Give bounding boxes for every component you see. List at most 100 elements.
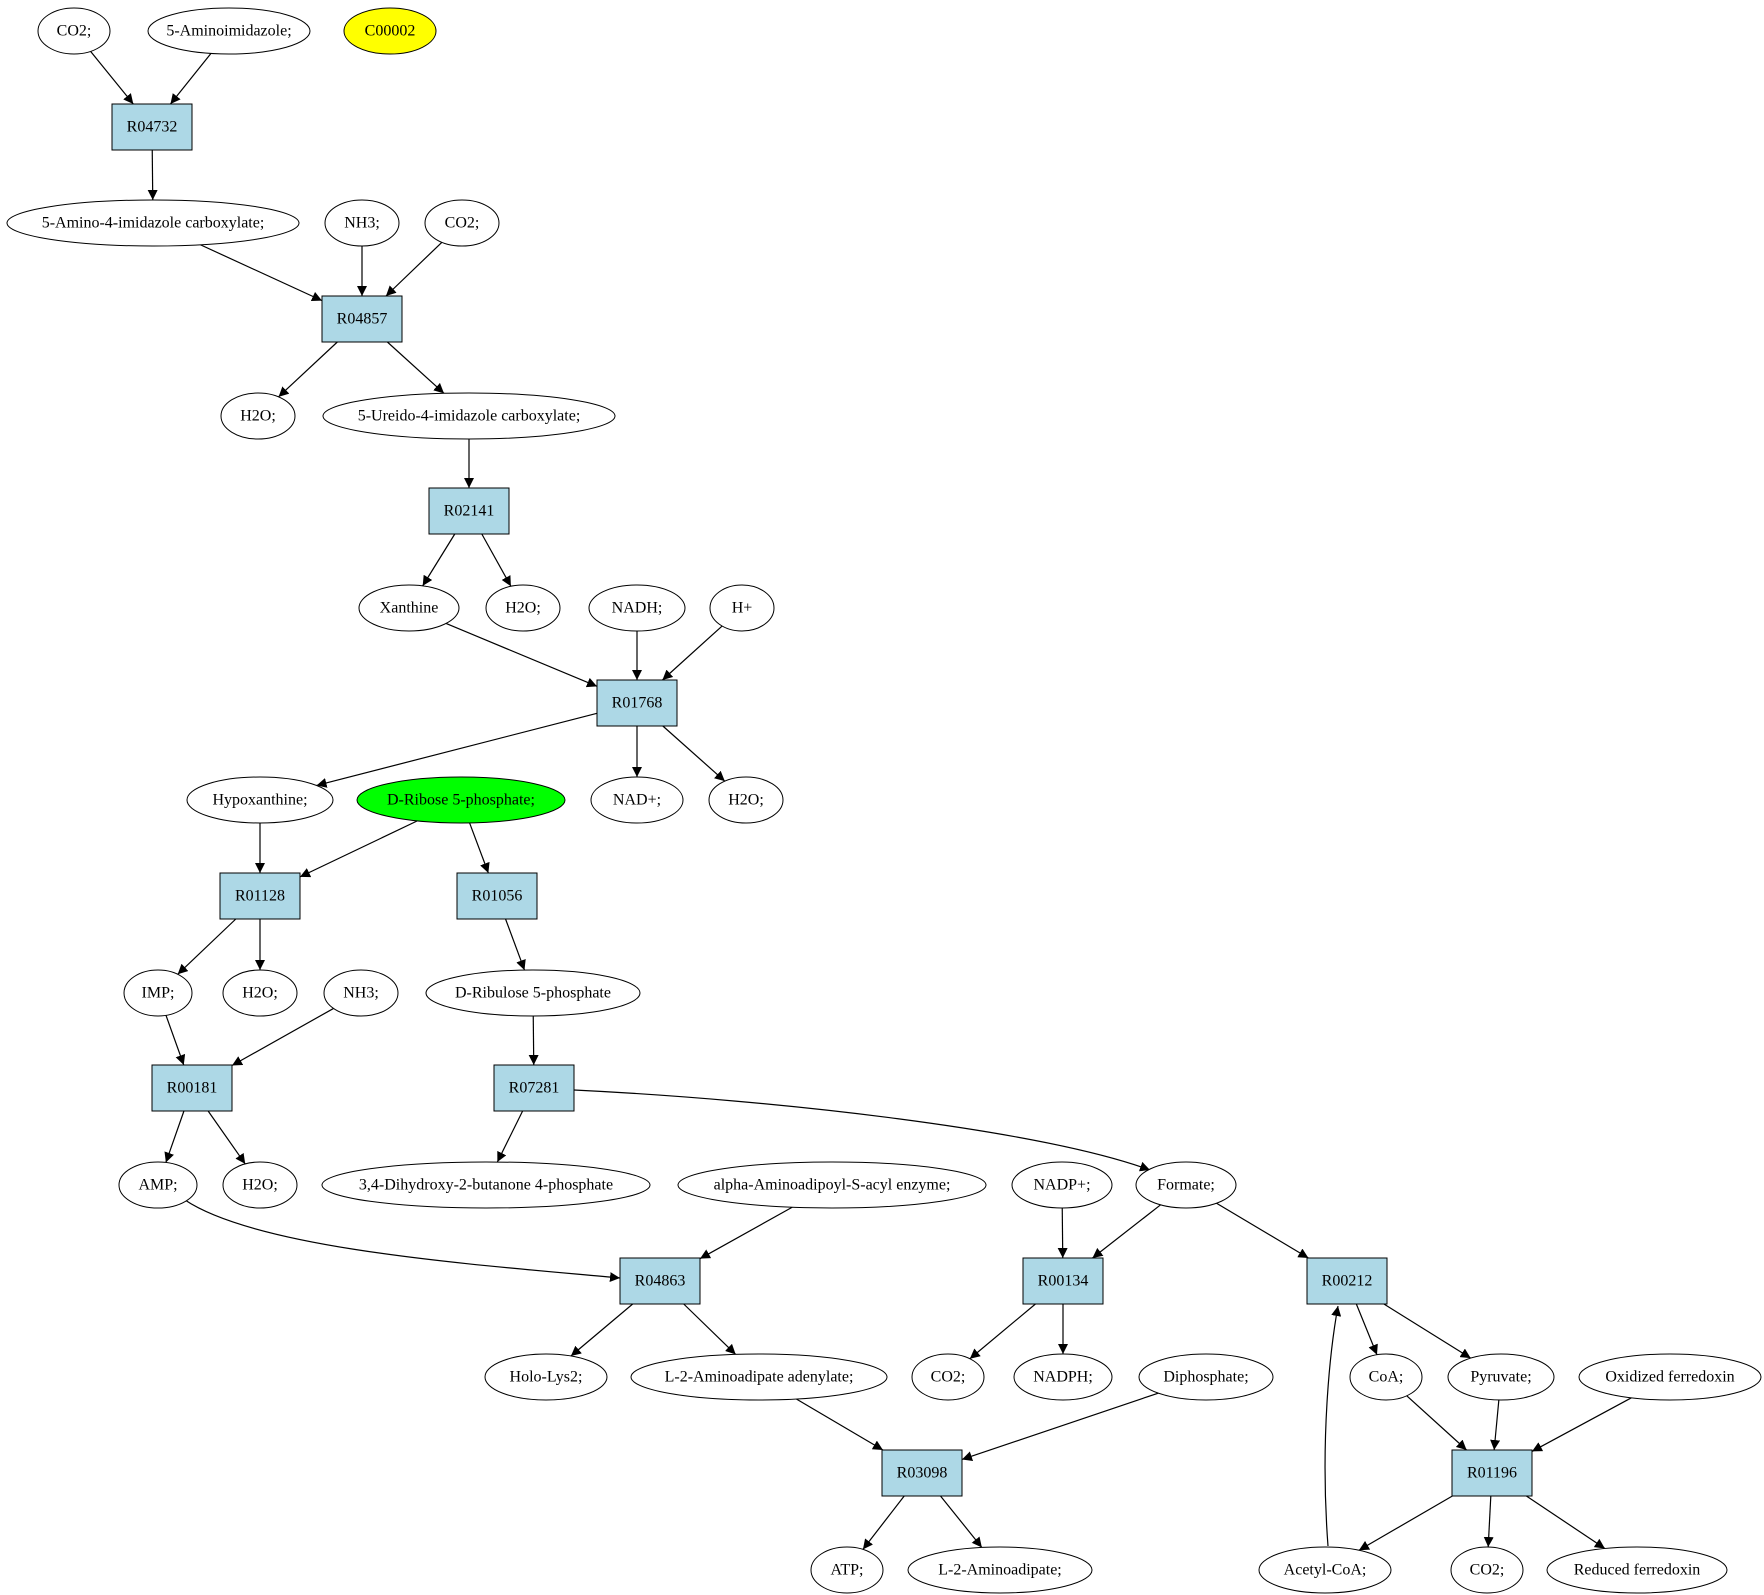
edge-nadpplus-to-R00134 xyxy=(1057,1207,1068,1259)
edge-hplus-to-R01768 xyxy=(662,625,723,681)
reaction-box xyxy=(1451,1449,1533,1497)
reaction-label: R01128 xyxy=(235,888,285,905)
compound-label: NH3; xyxy=(343,985,379,1002)
compound-node-amino-imidazole-carboxylate[interactable]: 5-Amino-4-imidazole carboxylate; xyxy=(6,199,300,247)
compound-ellipse xyxy=(358,584,460,632)
edge-pyruvate-to-R01196 xyxy=(1490,1399,1501,1451)
compound-node-nadpplus[interactable]: NADP+; xyxy=(1011,1161,1113,1209)
compound-node-holo-lys2[interactable]: Holo-Lys2; xyxy=(484,1353,608,1401)
reaction-node-r01056[interactable]: R01056 xyxy=(456,872,538,920)
compound-label: IMP; xyxy=(142,985,175,1002)
compound-node-red-ferredoxin[interactable]: Reduced ferredoxin xyxy=(1546,1546,1728,1594)
compound-node-atp[interactable]: ATP; xyxy=(810,1546,884,1594)
compound-node-nh3-b[interactable]: NH3; xyxy=(323,969,399,1017)
reaction-node-r04863[interactable]: R04863 xyxy=(619,1257,701,1305)
compound-node-diphosphate[interactable]: Diphosphate; xyxy=(1138,1353,1274,1401)
edges-layer xyxy=(90,51,1632,1551)
compound-label: CO2; xyxy=(1470,1562,1505,1579)
compound-node-h2o-a[interactable]: H2O; xyxy=(220,392,296,440)
edge-R00134-to-co2_c xyxy=(969,1303,1036,1360)
compound-node-imp[interactable]: IMP; xyxy=(123,969,193,1017)
compound-node-co2-b[interactable]: CO2; xyxy=(424,199,500,247)
reaction-node-r04732[interactable]: R04732 xyxy=(111,103,193,151)
edge-R01196-to-co2_d xyxy=(1483,1495,1494,1548)
compound-node-hplus[interactable]: H+ xyxy=(709,584,775,632)
reaction-node-r01196[interactable]: R01196 xyxy=(1451,1449,1533,1497)
compound-label: Pyruvate; xyxy=(1470,1369,1531,1386)
compound-ellipse xyxy=(356,776,566,824)
compound-label: NADPH; xyxy=(1033,1369,1093,1386)
reaction-node-r01768[interactable]: R01768 xyxy=(596,679,678,727)
compound-node-formate[interactable]: Formate; xyxy=(1135,1161,1237,1209)
compound-ellipse xyxy=(323,969,399,1017)
compound-node-nh3-a[interactable]: NH3; xyxy=(324,199,400,247)
compound-node-xanthine[interactable]: Xanthine xyxy=(358,584,460,632)
reaction-node-r00134[interactable]: R00134 xyxy=(1022,1257,1104,1305)
edge-R02141-to-xanthine xyxy=(422,533,456,587)
compound-ellipse xyxy=(222,969,298,1017)
edge-formate-to-R00212 xyxy=(1216,1202,1309,1259)
compound-node-nadph[interactable]: NADPH; xyxy=(1013,1353,1113,1401)
compound-node-h2o-d[interactable]: H2O; xyxy=(222,969,298,1017)
compound-node-co2-d[interactable]: CO2; xyxy=(1450,1546,1524,1594)
edge-ribose5p-to-R01128 xyxy=(299,820,418,878)
compound-label: NH3; xyxy=(344,215,380,232)
compound-node-amp[interactable]: AMP; xyxy=(118,1161,198,1209)
compound-label: Oxidized ferredoxin xyxy=(1605,1369,1734,1386)
reaction-box xyxy=(1306,1257,1388,1305)
compound-ellipse xyxy=(424,199,500,247)
reaction-node-r01128[interactable]: R01128 xyxy=(219,872,301,920)
compound-node-h2o-c[interactable]: H2O; xyxy=(708,776,784,824)
edge-diphosphate-to-R03098 xyxy=(961,1392,1159,1462)
compound-node-coa[interactable]: CoA; xyxy=(1349,1353,1423,1401)
compound-node-co2-c[interactable]: CO2; xyxy=(911,1353,985,1401)
reaction-node-r00181[interactable]: R00181 xyxy=(151,1064,233,1112)
compound-node-dihydroxy[interactable]: 3,4-Dihydroxy-2-butanone 4-phosphate xyxy=(321,1161,651,1209)
compound-node-nadplus[interactable]: NAD+; xyxy=(590,776,684,824)
compound-label: Xanthine xyxy=(380,600,439,617)
compound-ellipse xyxy=(677,1161,987,1209)
compound-node-aminoimidazole[interactable]: 5-Aminoimidazole; xyxy=(147,7,311,55)
compound-node-ribulose5p[interactable]: D-Ribulose 5-phosphate xyxy=(425,969,641,1017)
reaction-node-r00212[interactable]: R00212 xyxy=(1306,1257,1388,1305)
edge-R01128-to-imp xyxy=(177,918,237,975)
compound-node-hypoxanthine[interactable]: Hypoxanthine; xyxy=(186,776,334,824)
compound-node-co2-a[interactable]: CO2; xyxy=(37,7,111,55)
compound-ellipse xyxy=(1578,1353,1762,1401)
compound-node-acetyl-coa[interactable]: Acetyl-CoA; xyxy=(1258,1546,1392,1594)
compound-node-ureido[interactable]: 5-Ureido-4-imidazole carboxylate; xyxy=(322,392,616,440)
compound-ellipse xyxy=(186,776,334,824)
compound-node-h2o-b[interactable]: H2O; xyxy=(485,584,561,632)
compound-node-c00002[interactable]: C00002 xyxy=(343,7,437,55)
compound-ellipse xyxy=(220,392,296,440)
compound-node-l2-aminoadipate[interactable]: L-2-Aminoadipate; xyxy=(907,1546,1093,1594)
compound-node-ribose5p[interactable]: D-Ribose 5-phosphate; xyxy=(356,776,566,824)
compound-node-ox-ferredoxin[interactable]: Oxidized ferredoxin xyxy=(1578,1353,1762,1401)
reaction-box xyxy=(456,872,538,920)
compound-node-l2-adenylate[interactable]: L-2-Aminoadipate adenylate; xyxy=(630,1353,888,1401)
compound-node-pyruvate[interactable]: Pyruvate; xyxy=(1447,1353,1555,1401)
reaction-node-r07281[interactable]: R07281 xyxy=(493,1064,575,1112)
compound-label: CO2; xyxy=(445,215,480,232)
compound-ellipse xyxy=(1450,1546,1524,1594)
edge-formate-to-R00134 xyxy=(1092,1204,1161,1259)
compound-node-nadh[interactable]: NADH; xyxy=(588,584,686,632)
compound-node-h2o-e[interactable]: H2O; xyxy=(222,1161,298,1209)
reaction-node-r03098[interactable]: R03098 xyxy=(881,1449,963,1497)
reaction-box xyxy=(321,295,403,343)
compound-label: NADH; xyxy=(612,600,663,617)
compound-ellipse xyxy=(343,7,437,55)
compound-label: 5-Ureido-4-imidazole carboxylate; xyxy=(358,408,581,425)
compound-ellipse xyxy=(425,969,641,1017)
compound-ellipse xyxy=(322,392,616,440)
compound-ellipse xyxy=(118,1161,198,1209)
reaction-node-r04857[interactable]: R04857 xyxy=(321,295,403,343)
compound-ellipse xyxy=(222,1161,298,1209)
compound-node-alpha-amino[interactable]: alpha-Aminoadipoyl-S-acyl enzyme; xyxy=(677,1161,987,1209)
compound-label: alpha-Aminoadipoyl-S-acyl enzyme; xyxy=(714,1177,951,1194)
edge-R04857-to-h2o_a xyxy=(278,341,338,398)
reaction-label: R02141 xyxy=(444,503,495,520)
compound-ellipse xyxy=(123,969,193,1017)
reaction-node-r02141[interactable]: R02141 xyxy=(428,487,510,535)
edge-R01196-to-acetyl_coa xyxy=(1358,1495,1453,1551)
